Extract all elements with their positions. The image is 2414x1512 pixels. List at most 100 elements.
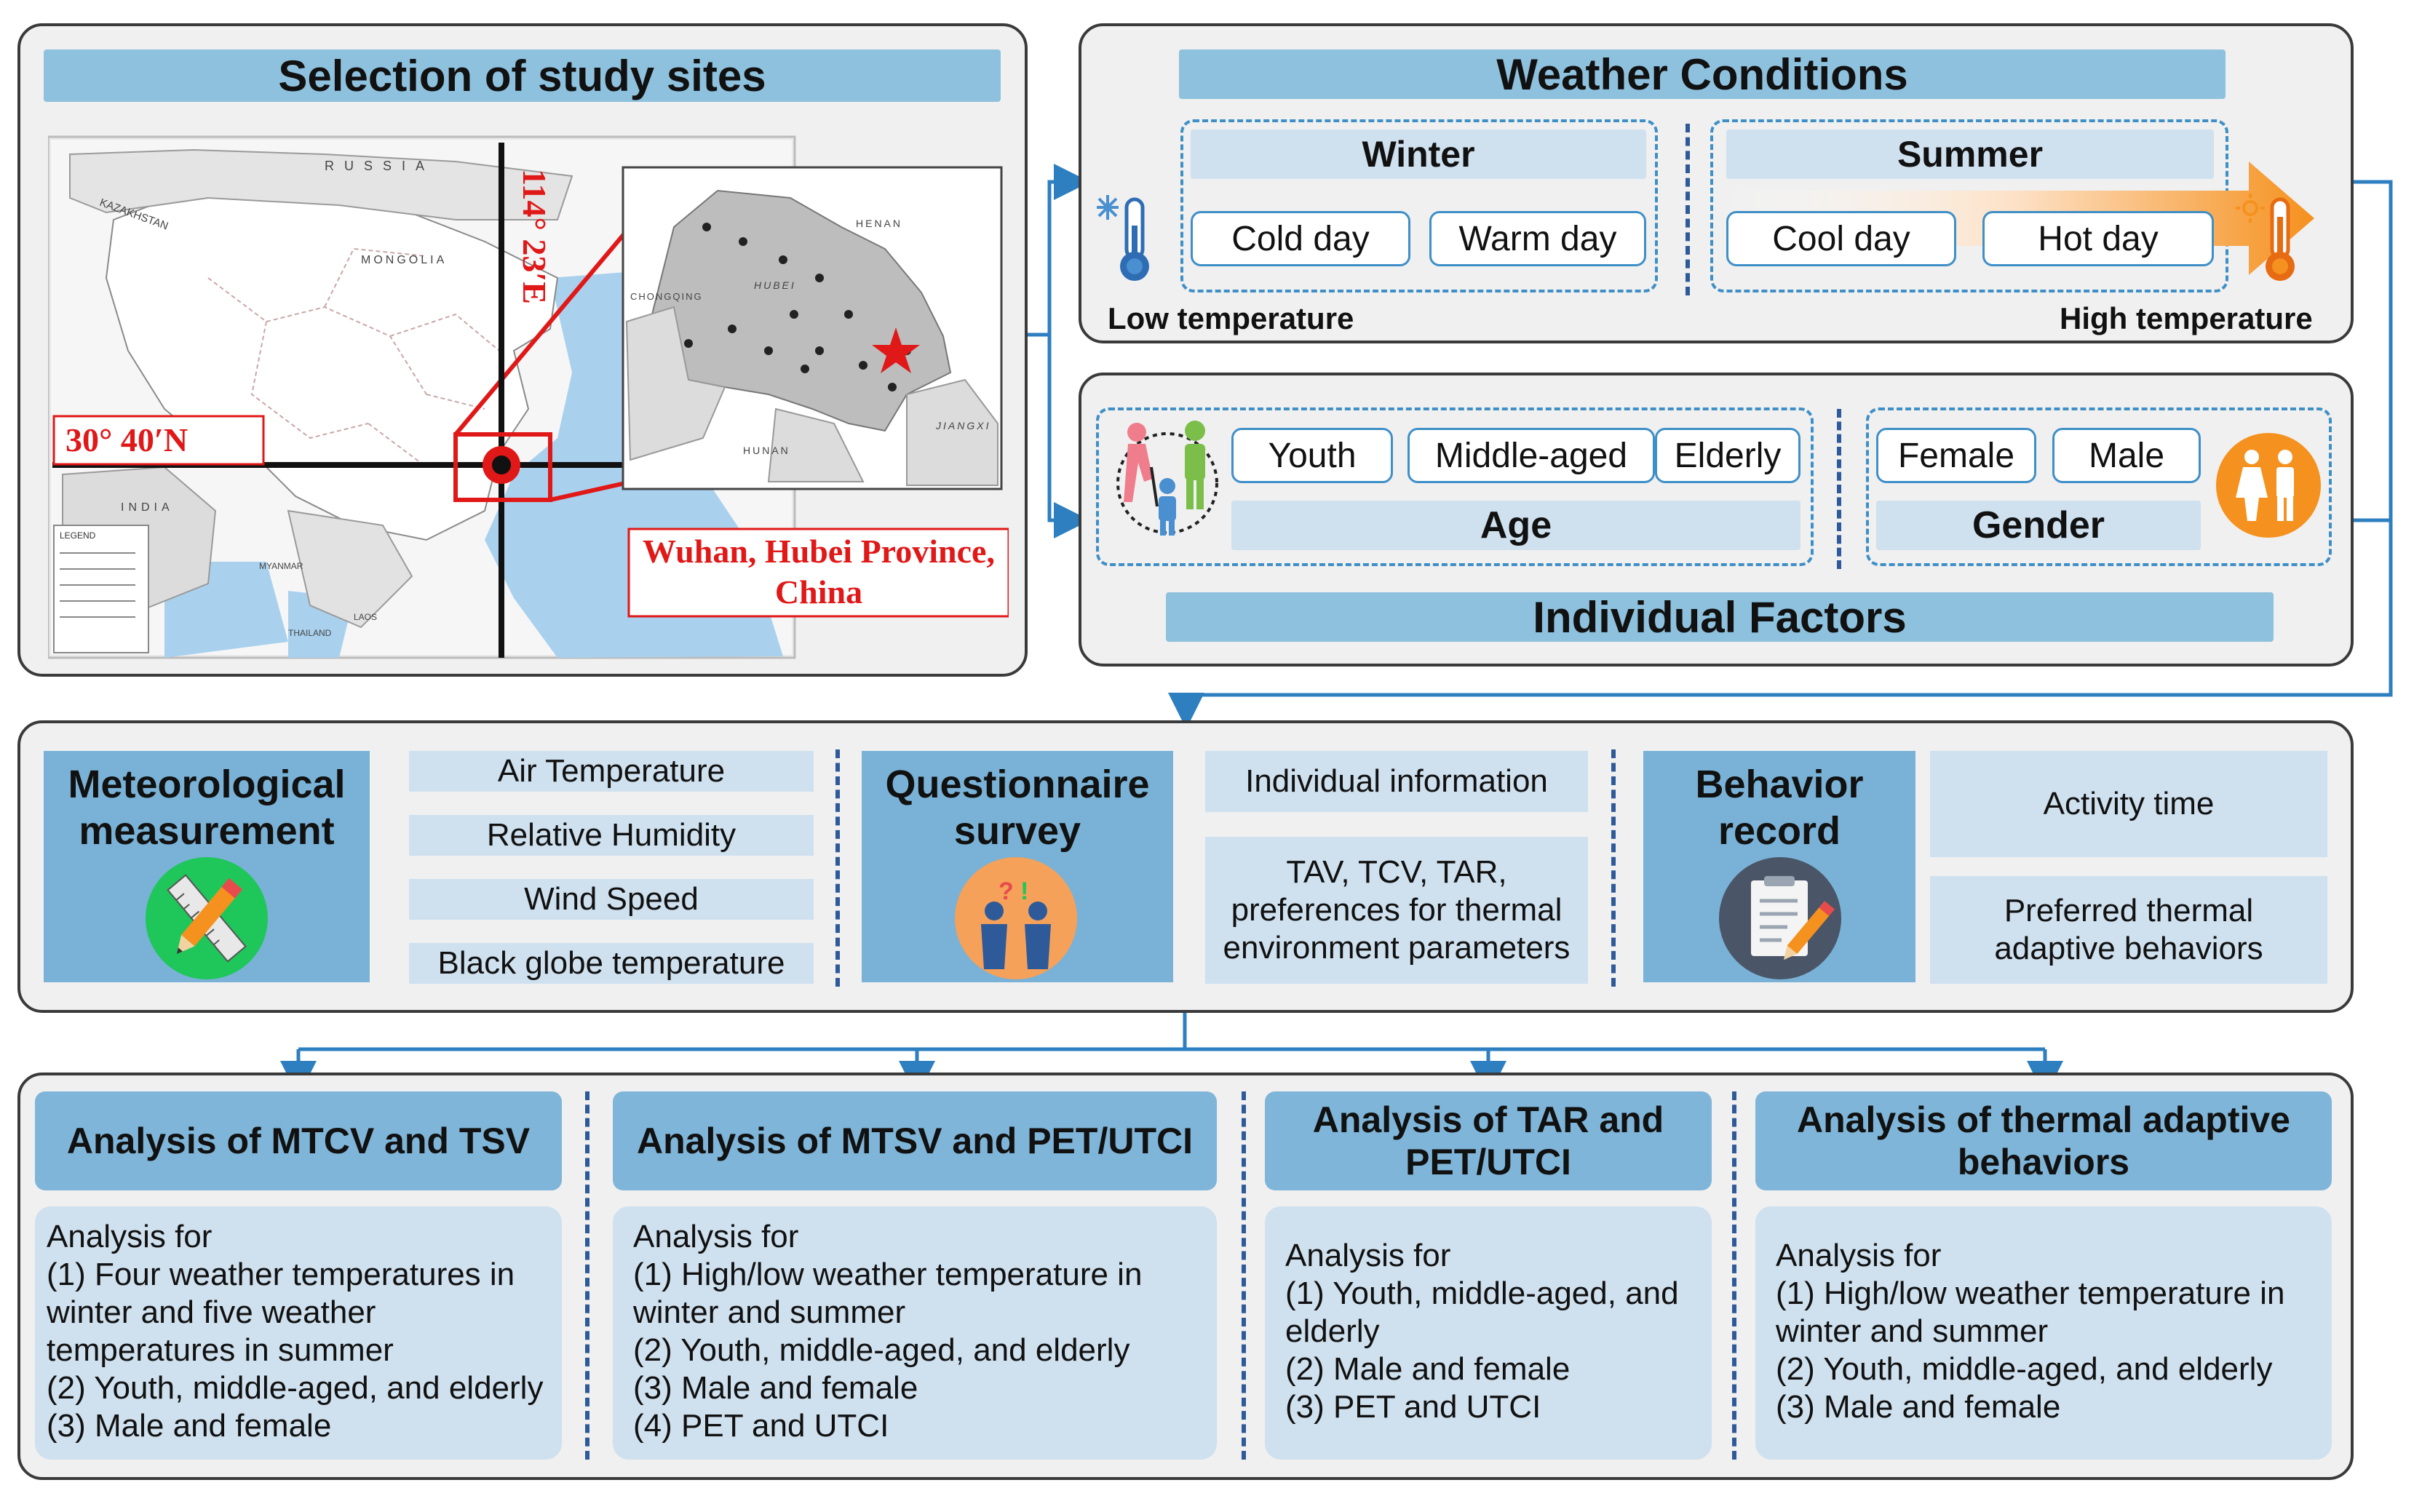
analysis-2-line: (1) High/low weather temperature in (633, 1257, 1143, 1292)
svg-text:!: ! (1020, 878, 1028, 905)
hot-thermometer-icon (2236, 194, 2295, 281)
svg-text:LAOS: LAOS (354, 612, 377, 622)
cold-day-box: Cold day (1191, 211, 1410, 266)
analysis-1-line: Analysis for (47, 1219, 213, 1254)
svg-text:THAILAND: THAILAND (288, 628, 332, 638)
svg-text:INDIA: INDIA (121, 501, 174, 514)
methods-divider-1 (835, 749, 840, 987)
individual-divider (1837, 409, 1841, 569)
summer-label: Summer (1726, 130, 2214, 179)
behavior-card: Behavior record (1643, 751, 1915, 982)
analysis-2-line: (4) PET and UTCI (633, 1408, 889, 1444)
winter-label: Winter (1191, 130, 1646, 179)
svg-text:HUNAN: HUNAN (743, 445, 790, 456)
age-group (1096, 407, 1814, 566)
longitude-label: 114° 23′E (516, 169, 553, 304)
analysis-4-line: (3) Male and female (1776, 1389, 2061, 1425)
connector-sites-to-weather (1028, 164, 1090, 337)
analyses-divider-3 (1732, 1091, 1736, 1460)
analysis-3-body: Analysis for (1) Youth, middle-aged, and… (1265, 1206, 1712, 1460)
air-temperature: Air Temperature (409, 751, 814, 792)
analysis-4-line: (1) High/low weather temperature in (1776, 1276, 2285, 1311)
analysis-2-line: winter and summer (633, 1294, 906, 1330)
wind-speed: Wind Speed (409, 879, 814, 920)
gender-group (1866, 407, 2332, 566)
map-legend-title: LEGEND (60, 530, 96, 541)
svg-text:HUBEI: HUBEI (754, 279, 796, 291)
analysis-1-title: Analysis of MTCV and TSV (35, 1091, 562, 1190)
individual-information: Individual information (1205, 751, 1588, 812)
activity-time: Activity time (1930, 751, 2327, 857)
svg-text:HENAN: HENAN (856, 218, 902, 229)
analysis-3-line: elderly (1285, 1313, 1380, 1349)
analysis-3-line: (3) PET and UTCI (1285, 1389, 1541, 1425)
discussion-icon: ? ! (955, 857, 1077, 979)
analyses-divider-1 (585, 1091, 589, 1460)
analysis-1-line: (3) Male and female (47, 1408, 332, 1444)
analysis-4-line: Analysis for (1776, 1238, 1942, 1273)
individual-title: Individual Factors (1166, 592, 2274, 642)
meteorological-card: Meteorological measurement (44, 751, 370, 982)
clipboard-pencil-icon (1719, 857, 1841, 979)
meteorological-title: Meteorological measurement (68, 763, 346, 853)
analysis-3-line: (2) Male and female (1285, 1351, 1571, 1387)
tav-tcv-tar: TAV, TCV, TAR, preferences for thermal e… (1205, 837, 1588, 984)
analysis-1-line: (2) Youth, middle-aged, and elderly (47, 1370, 544, 1406)
analysis-3-line: (1) Youth, middle-aged, and (1285, 1276, 1679, 1311)
relative-humidity: Relative Humidity (409, 815, 814, 856)
analysis-4-title: Analysis of thermal adaptive behaviors (1755, 1091, 2332, 1190)
latitude-label: 30° 40′N (65, 421, 188, 458)
svg-text:?: ? (998, 878, 1014, 905)
age-label: Age (1231, 501, 1800, 550)
analysis-2-title: Analysis of MTSV and PET/UTCI (613, 1091, 1217, 1190)
svg-text:RUSSIA: RUSSIA (325, 159, 434, 173)
preferred-thermal-adaptive-behaviors: Preferred thermal adaptive behaviors (1930, 876, 2327, 984)
analysis-2-line: Analysis for (633, 1219, 799, 1254)
methods-divider-2 (1611, 749, 1616, 987)
winter-group (1180, 119, 1658, 293)
warm-day-box: Warm day (1429, 211, 1646, 266)
analysis-4-line: winter and summer (1776, 1313, 2049, 1349)
analysis-1-line: winter and five weather (47, 1294, 376, 1330)
questionnaire-card: Questionnaire survey ? ! (862, 751, 1173, 982)
connector-methods-to-analyses (298, 1013, 2045, 1051)
questionnaire-title: Questionnaire survey (885, 763, 1150, 853)
svg-text:JIANGXI: JIANGXI (935, 420, 990, 431)
connector-sites-to-individual (1047, 335, 1090, 538)
behavior-title: Behavior record (1695, 763, 1864, 853)
youth-box: Youth (1231, 428, 1393, 483)
analysis-3-title: Analysis of TAR and PET/UTCI (1265, 1091, 1712, 1190)
svg-text:MONGOLIA: MONGOLIA (361, 254, 447, 266)
study-sites-title: Selection of study sites (44, 49, 1001, 102)
weather-divider (1686, 124, 1690, 295)
weather-title: Weather Conditions (1179, 49, 2226, 99)
analysis-2-body: Analysis for (1) High/low weather temper… (613, 1206, 1217, 1460)
cold-thermometer-icon (1097, 195, 1149, 281)
male-box: Male (2052, 428, 2201, 483)
gender-icon (2216, 433, 2321, 538)
svg-text:MYANMAR: MYANMAR (259, 561, 303, 571)
gender-label: Gender (1876, 501, 2201, 550)
cool-day-box: Cool day (1726, 211, 1956, 266)
black-globe-temperature: Black globe temperature (409, 943, 814, 984)
analysis-2-line: (2) Youth, middle-aged, and elderly (633, 1332, 1130, 1368)
ruler-pencil-icon (146, 857, 268, 979)
analyses-divider-2 (1242, 1091, 1246, 1460)
elderly-box: Elderly (1655, 428, 1800, 483)
analysis-1-line: temperatures in summer (47, 1332, 394, 1368)
analysis-4-body: Analysis for (1) High/low weather temper… (1755, 1206, 2332, 1460)
connector-right-to-methods (1168, 180, 2393, 729)
analysis-3-line: Analysis for (1285, 1238, 1451, 1273)
high-temperature-label: High temperature (2060, 301, 2313, 335)
middle-aged-box: Middle-aged (1407, 428, 1655, 483)
study-sites-map: LEGEND RUSSIA KAZAKHSTAN MONGOLIA INDIA … (48, 132, 1009, 664)
location-label: Wuhan, Hubei Province, China (643, 533, 995, 610)
female-box: Female (1876, 428, 2036, 483)
age-group-icon (1116, 421, 1218, 536)
low-temperature-label: Low temperature (1108, 301, 1354, 335)
analysis-1-body: Analysis for (1) Four weather temperatur… (35, 1206, 562, 1460)
svg-text:CHONGQING: CHONGQING (630, 291, 703, 302)
analysis-1-line: (1) Four weather temperatures in (47, 1257, 515, 1292)
analysis-4-line: (2) Youth, middle-aged, and elderly (1776, 1351, 2273, 1387)
